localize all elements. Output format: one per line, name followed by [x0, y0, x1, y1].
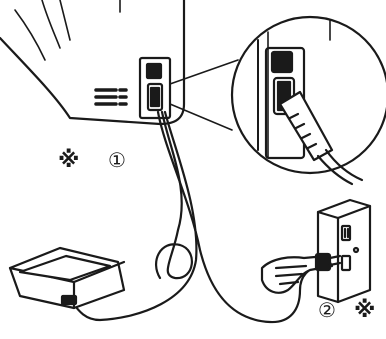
- magnified-switch-icon: [270, 50, 294, 74]
- power-cord: [70, 110, 320, 324]
- wall-outlet-icon: [316, 198, 372, 304]
- plug-icon: [278, 90, 364, 186]
- foot-controller-icon: [8, 246, 126, 310]
- step1-marker: ※: [58, 148, 80, 173]
- sewing-machine-icon: [0, 0, 186, 126]
- wall-plug-icon: [314, 252, 332, 272]
- hand-icon: [260, 252, 342, 294]
- step1-number: ①: [108, 148, 126, 172]
- power-switch-icon: [145, 62, 163, 80]
- power-socket-icon: [146, 82, 164, 112]
- step2-number: ②: [318, 298, 336, 322]
- step2-marker: ※: [354, 298, 376, 323]
- vent-grille-icon: [94, 88, 128, 106]
- magnified-socket-view: [230, 15, 386, 186]
